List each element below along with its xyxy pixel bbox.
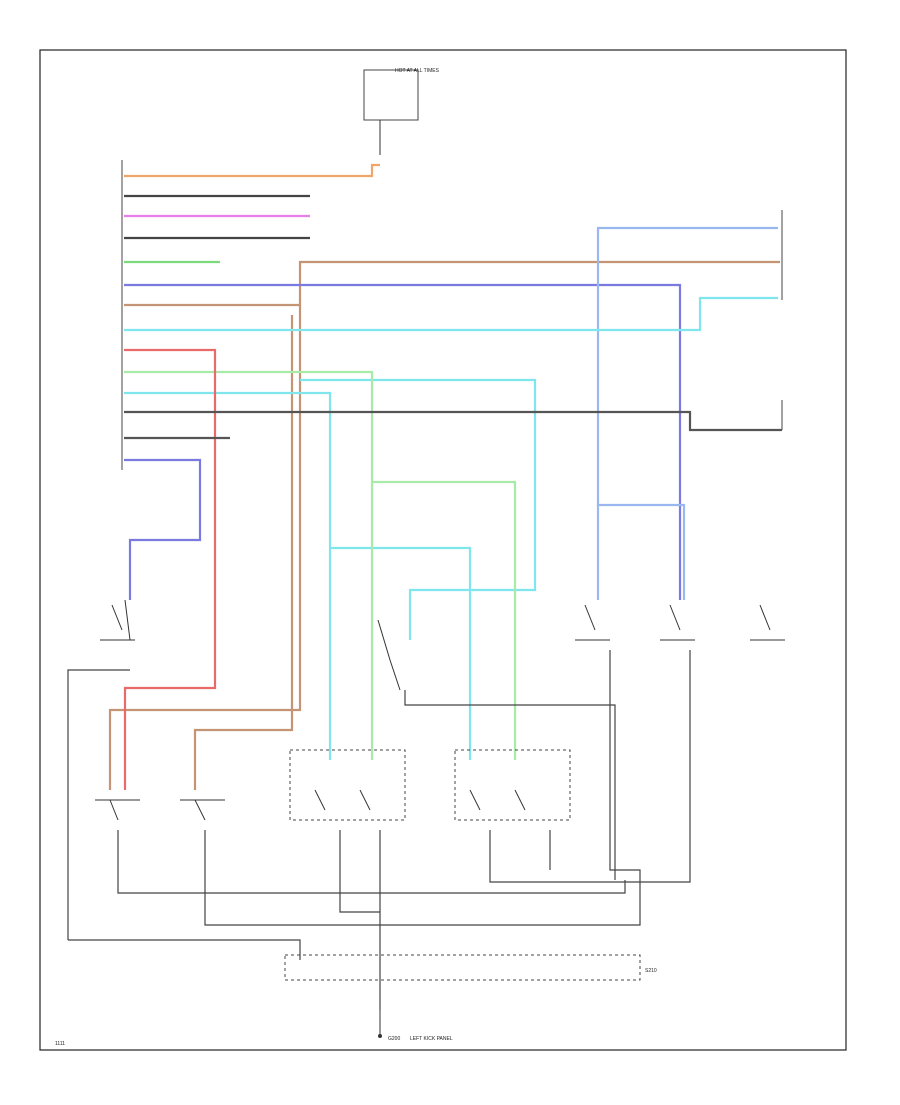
fuse-block-label: HOT AT ALL TIMES (395, 68, 440, 74)
ground-terminal (378, 1034, 382, 1038)
wire-blue-long (124, 283, 682, 600)
wire-lightblue-right (596, 226, 778, 600)
switch-left-recline (100, 599, 135, 641)
footer-code: 1111 (55, 1041, 65, 1047)
wire-cyan-2 (124, 391, 332, 760)
ground-id: G200 (388, 1036, 400, 1042)
ground-location: LEFT KICK PANEL (410, 1036, 453, 1042)
wire-green-2 (124, 370, 374, 760)
diagram-frame (39, 49, 847, 1051)
motor-group-center (289, 749, 406, 821)
switch-right-1 (575, 604, 610, 641)
wires (108, 163, 782, 790)
motor-group-left (95, 799, 225, 821)
wire-green-3 (372, 480, 517, 760)
wire-brown-long (124, 260, 780, 307)
gnd-wire-5 (339, 830, 381, 1010)
gnd-wire-2 (68, 939, 301, 960)
gnd-wire-4 (204, 650, 641, 926)
gnd-wire-3 (117, 830, 626, 894)
gnd-wire-1 (67, 669, 130, 940)
gnd-wire-7 (404, 690, 616, 880)
wire-cyan-4 (330, 546, 472, 760)
ground-network (67, 650, 691, 1010)
wire-cyan-3 (300, 378, 537, 640)
splice-pack (284, 954, 641, 981)
splice-label: S210 (645, 968, 657, 974)
wire-red (123, 348, 217, 790)
switch-right-2 (660, 604, 695, 641)
wire-black-long (124, 410, 782, 432)
switches (95, 599, 785, 821)
wire-brown-down (108, 305, 302, 790)
switch-right-3 (750, 604, 785, 641)
wire-brown-down2 (193, 315, 294, 790)
wire-orange-battery (124, 163, 380, 178)
fuse-block (363, 69, 419, 121)
wire-cyan-1 (124, 296, 778, 332)
motor-group-right (454, 749, 571, 821)
relay-center (377, 619, 401, 691)
wire-lightblue-right2 (598, 503, 686, 600)
wire-blue-left (124, 458, 202, 600)
gnd-wire-6 (489, 650, 691, 883)
